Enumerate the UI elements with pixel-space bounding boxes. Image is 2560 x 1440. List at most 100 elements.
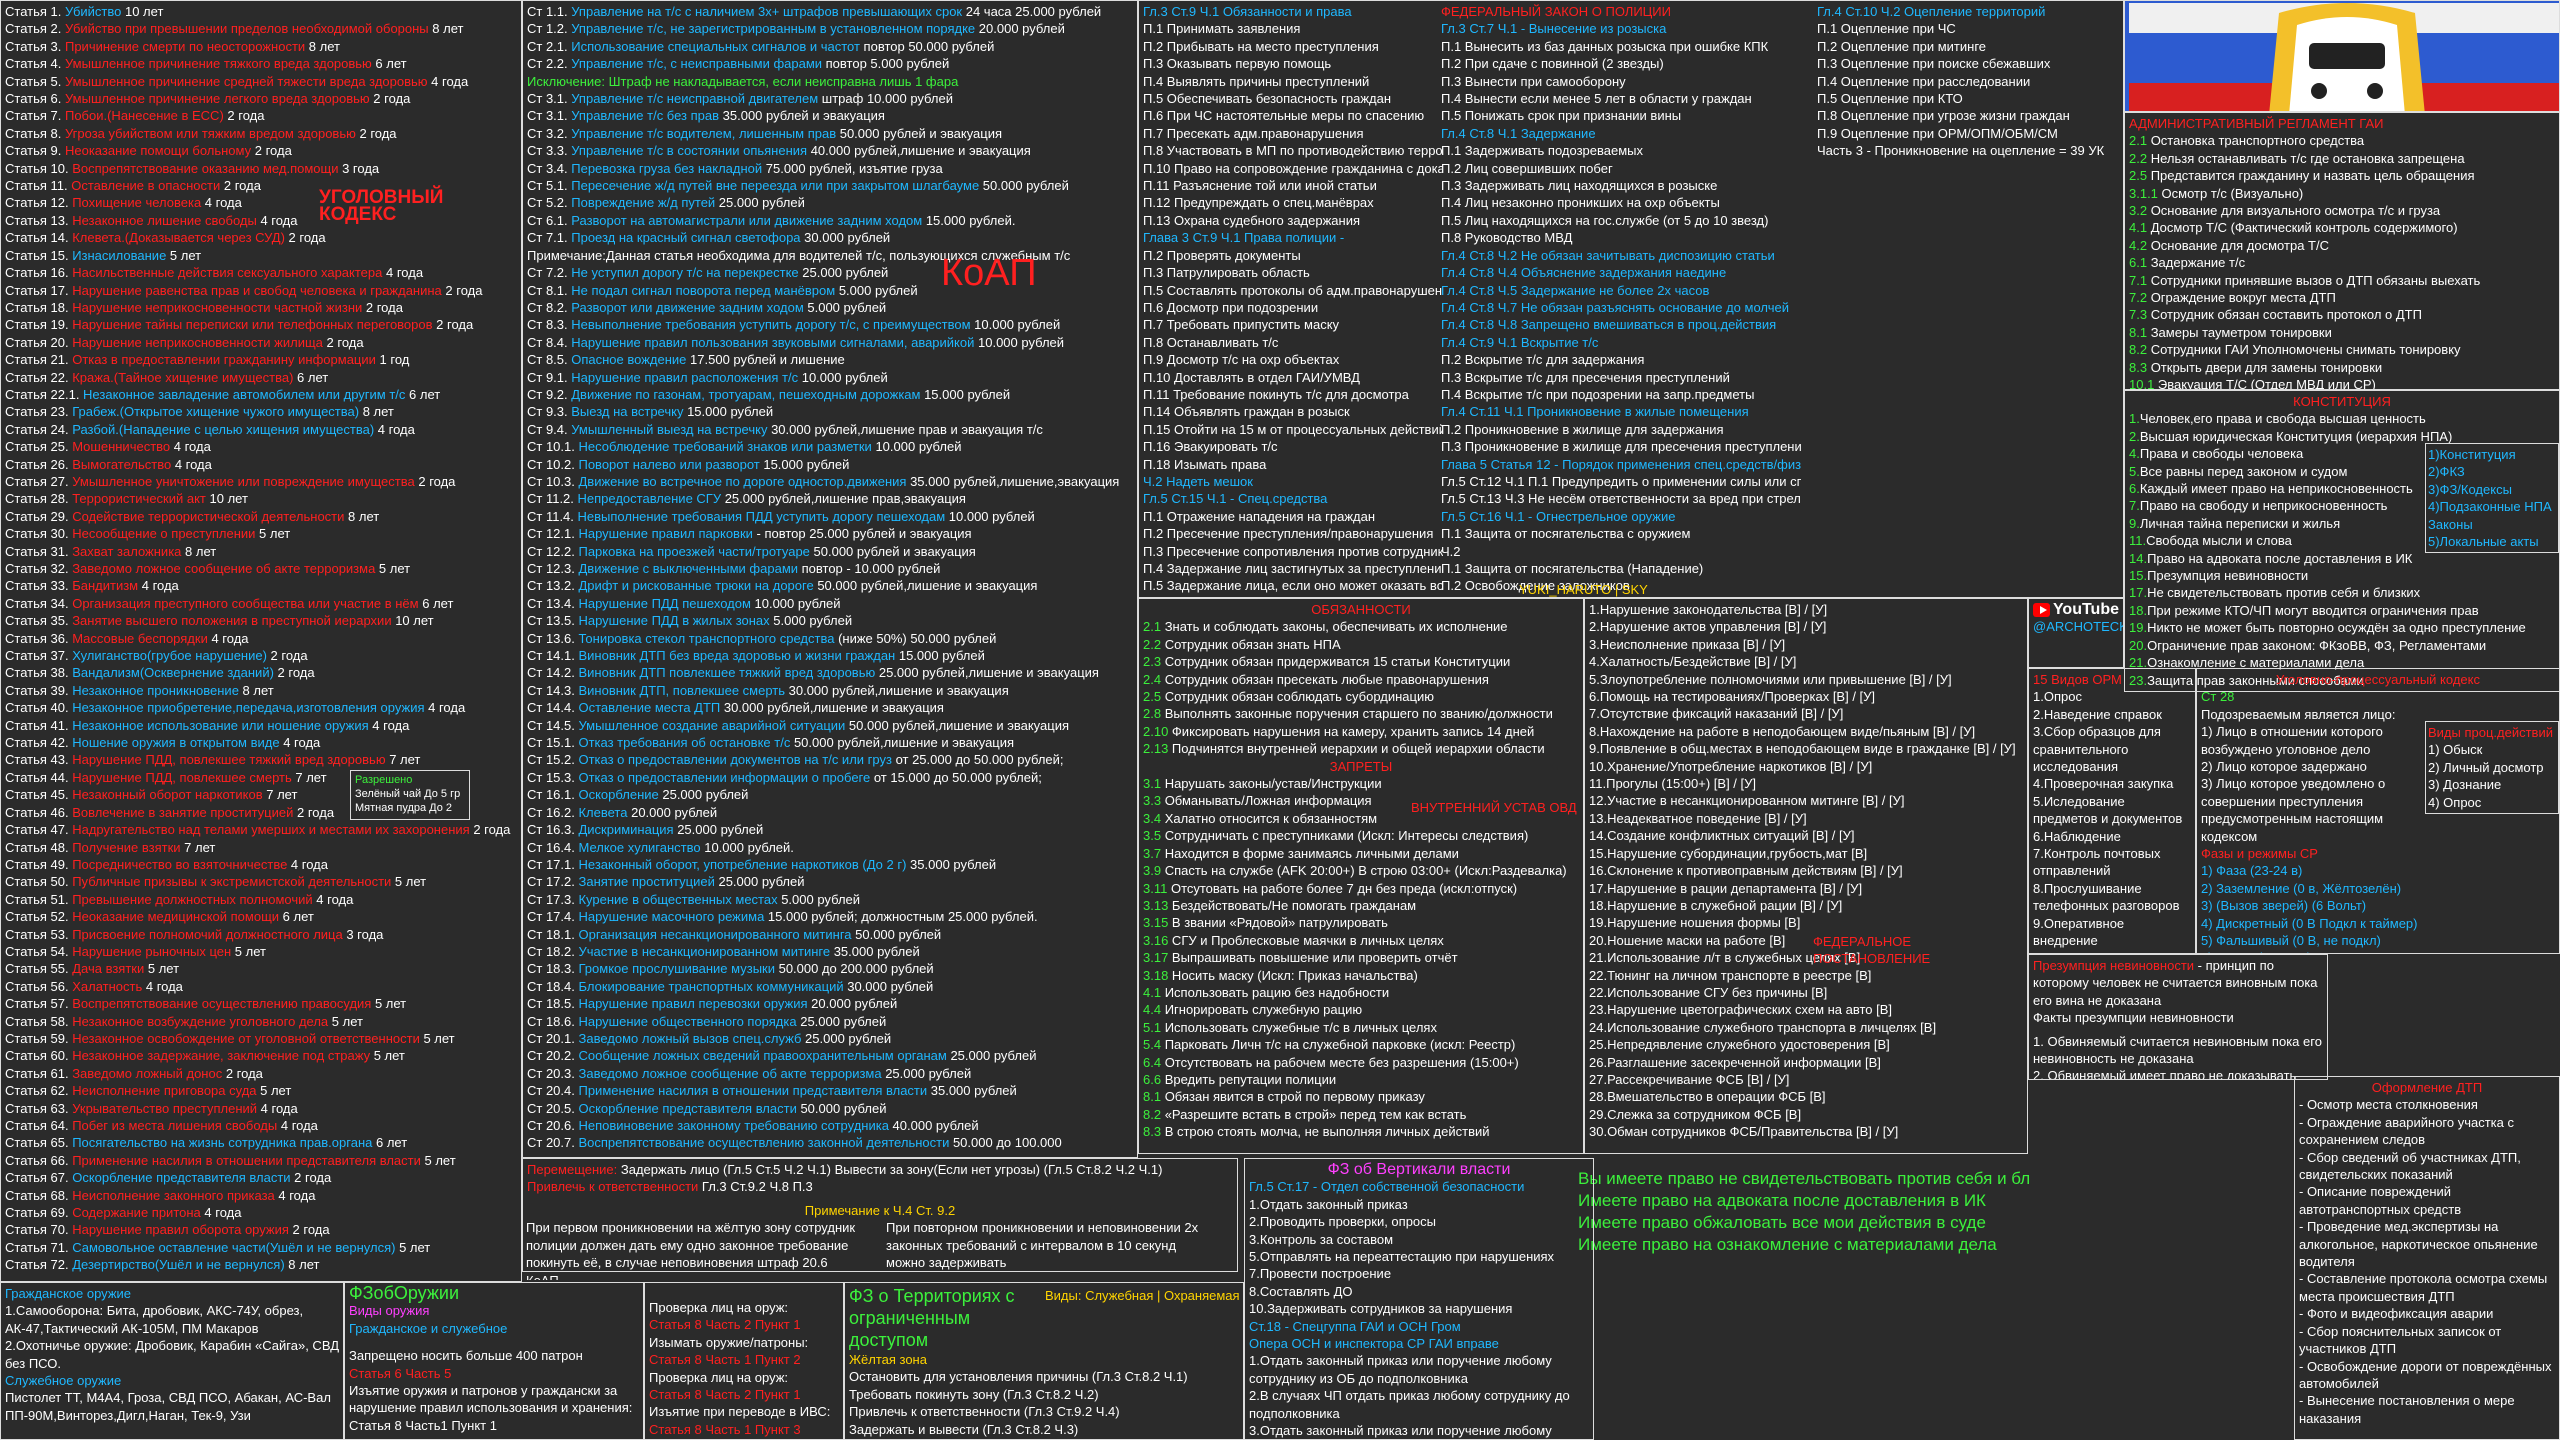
article-number: Статья 45. (5, 787, 73, 803)
article-name: Незаконный оборот наркотиков (72, 787, 263, 803)
koap-article: Ст 3.1. Управление т/с без прав 35.000 р… (527, 107, 1133, 124)
koap-fine: 25.000 рублей (946, 1048, 1037, 1064)
weapon-check: Изъятие при переводе в ИВС: (649, 1404, 831, 1420)
vertical-line: 3.Отдать законный приказ или поручение л… (1249, 1423, 1552, 1439)
koap-name: Не подал сигнал поворота перед манёвром (571, 282, 836, 298)
weapon-line: Служебное оружие (5, 1373, 122, 1389)
koap-number: Ст 14.5. (527, 717, 579, 733)
article-name: Умышленное причинение средней тяжести вр… (64, 73, 428, 89)
constitution-text: Ознакомление с материалами дела (2147, 655, 2365, 671)
article-number: Статья 27. (5, 473, 73, 489)
youtube-icon (2033, 602, 2050, 617)
koap-fine: 25.000 рублей (881, 1065, 972, 1081)
koap-article: Ст 14.2. Виновник ДТП повлекшее тяжкий в… (527, 664, 1133, 681)
koap-fine: от 15.000 до 50.000 рублей; (870, 769, 1042, 785)
orm-item: 5.Иследование предметов и документов (2033, 793, 2183, 827)
gai-number: 4.1 (2129, 220, 2148, 236)
constitution-text: Человек,его права и свобода высшая ценно… (2139, 411, 2426, 427)
article-name: Незаконное использование или ношение ору… (72, 717, 369, 733)
criminal-article: Статья 37. Хулиганство(грубое нарушение)… (5, 647, 517, 664)
koap-fine: 35.000 рублей (927, 1083, 1017, 1099)
koap-fine: 50.000 рублей и эвакуация (836, 125, 1003, 141)
vertical-title: ФЗ об Вертикали власти (1327, 1161, 1511, 1178)
credit: YUKI_HARUTO | SKY (1519, 582, 1648, 597)
duty-line: 8.1 Обязан явится в строй по первому при… (1143, 1088, 1579, 1105)
criminal-article: Статья 20. Нарушение неприкосновенности … (5, 334, 517, 351)
koap-name: Воспрепятствование осуществлению законно… (578, 1135, 950, 1151)
koap-article: Ст 8.5. Опасное вождение 17.500 рублей и… (527, 351, 1133, 368)
article-number: Статья 68. (5, 1187, 73, 1203)
youtube-channel[interactable]: @ARCHOTECK (2033, 619, 2124, 635)
constitution-text: Каждый имеет право на неприкосновенность (2139, 481, 2413, 497)
duty-number: 2.3 (1143, 654, 1162, 670)
koap-fine: 25.000 рублей (801, 1030, 892, 1046)
article-name: Ношение оружия в открытом виде (72, 735, 280, 751)
criminal-article: Статья 35. Занятие высшего положения в п… (5, 612, 517, 629)
zone-action: Вывести за зону(Если нет угрозы) (Гл.5 С… (830, 1162, 1163, 1177)
criminal-article: Статья 46. Вовлечение в занятие проститу… (5, 804, 517, 821)
article-number: Статья 9. (5, 143, 65, 159)
gai-number: 4.2 (2129, 237, 2148, 253)
territories-title: ФЗ о Территориях с ограниченным доступом (849, 1286, 1015, 1350)
constitution-text: При режиме КТО/ЧП могут вводится огранич… (2147, 602, 2479, 618)
violation-line: 1.Нарушение законодательства [В] / [У] (1589, 602, 1828, 617)
innocence-line: 2. Обвиняемый имеет право не доказывать … (2033, 1068, 2297, 1080)
koap-name: Оскорбление (578, 787, 659, 803)
gai-number: 8.1 (2129, 324, 2148, 340)
duty-text: Обманывать/Ложная информация (1161, 793, 1372, 809)
article-term: 2 года (290, 1170, 332, 1186)
article-name: Содержание притона (72, 1205, 201, 1221)
vertical-line: 2.Проводить проверки, опросы (1249, 1214, 1437, 1230)
police-law-line: П.5 Понижать срок при признании вины (1441, 108, 1682, 124)
koap-fine: 30.000 рублей (843, 978, 934, 994)
koap-number: Ст 9.2. (527, 386, 572, 402)
violation-line: 19.Нарушение ношения формы [В] (1589, 915, 1801, 931)
vertical-line: 1.Отдать законный приказ или поручение л… (1249, 1353, 1552, 1386)
constitution-line: 2.Высшая юридическая Конституция (иерарх… (2129, 428, 2555, 445)
gai-line: 2.1 Остановка транспортного средства (2129, 132, 2555, 149)
duty-number: 2.1 (1143, 619, 1162, 635)
constitution-line: 7.Право на свободу и неприкосновенность (2129, 497, 2555, 514)
koap-number: Ст 8.2. (527, 299, 572, 315)
police-law-line: П.2 Пресечение преступления/правонарушен… (1143, 526, 1434, 542)
weapon-rule: Изъятие оружия и патронов у граждански з… (349, 1383, 633, 1433)
article-number: Статья 69. (5, 1205, 73, 1221)
article-number: Статья 65. (5, 1135, 73, 1151)
zone-line: Перемещение: Задержать лицо (Гл.5 Ст.5 Ч… (527, 1161, 1233, 1178)
gai-text: Замеры тауметром тонировки (2147, 324, 2332, 340)
koap-number: Ст 12.2. (527, 543, 579, 559)
article-name: Массовые беспорядки (72, 630, 208, 646)
article-number: Статья 41. (5, 717, 73, 733)
duty-number: 6.6 (1143, 1071, 1162, 1087)
article-term: 2 года (222, 1065, 263, 1081)
innocence-panel: Презумпция невиновности - принцип по кот… (2028, 954, 2328, 1080)
criminal-article: Статья 64. Побег из места лишения свобод… (5, 1117, 517, 1134)
article-term: 2 года (369, 91, 411, 107)
police-law-line: Гл.4 Ст.10 Ч.2 Оцепление территорий (1817, 4, 2046, 19)
police-law-line: П.4 Для задержания оказывающего вооружён… (1441, 595, 1801, 597)
zone-line: Привлечь к ответственности Гл.3 Ст.9.2 Ч… (527, 1178, 1233, 1195)
koap-article: Ст 2.1. Использование специальных сигнал… (527, 38, 1133, 55)
article-number: Статья 22. (5, 369, 73, 385)
dtp-title: Оформление ДТП (2371, 1080, 2483, 1095)
duty-line: 6.6 Вредить репутации полиции (1143, 1071, 1579, 1088)
criminal-article: Статья 58. Незаконное возбуждение уголов… (5, 1013, 517, 1030)
constitution-number: 5. (2129, 463, 2140, 479)
duty-number: 3.9 (1143, 863, 1162, 879)
koap-article: Ст 6.1. Разворот на автомагистрали или д… (527, 212, 1133, 229)
police-law-line: Гл.5 Ст.16 Ч.1 - Огнестрельное оружие (1441, 508, 1676, 524)
duty-number: 2.4 (1143, 671, 1162, 687)
koap-number: Ст 3.1. (527, 108, 572, 124)
article-name: Нарушение неприкосновенности частной жиз… (72, 299, 363, 315)
koap-article: Ст 10.2. Поворот налево или разворот 15.… (527, 456, 1133, 473)
police-law-line: Гл.4 Ст.9 Ч.1 Вскрытие т/с (1441, 334, 1599, 350)
koap-article: Ст 7.2. Не уступил дорогу т/с на перекре… (527, 264, 1133, 281)
article-term: 5 лет (391, 874, 427, 890)
procedural-action: 2) Личный досмотр (2428, 759, 2544, 775)
criminal-article: Статья 26. Вымогательство 4 года (5, 456, 517, 473)
criminal-article: Статья 31. Захват заложника 8 лет (5, 543, 517, 560)
duty-text: Нарушать законы/устав/Инструкции (1161, 776, 1382, 792)
police-law-line: П.5 Лиц находящихся на гос.службе (от 5 … (1441, 212, 1769, 228)
koap-article: Ст 13.6. Тонировка стекол транспортного … (527, 630, 1133, 647)
